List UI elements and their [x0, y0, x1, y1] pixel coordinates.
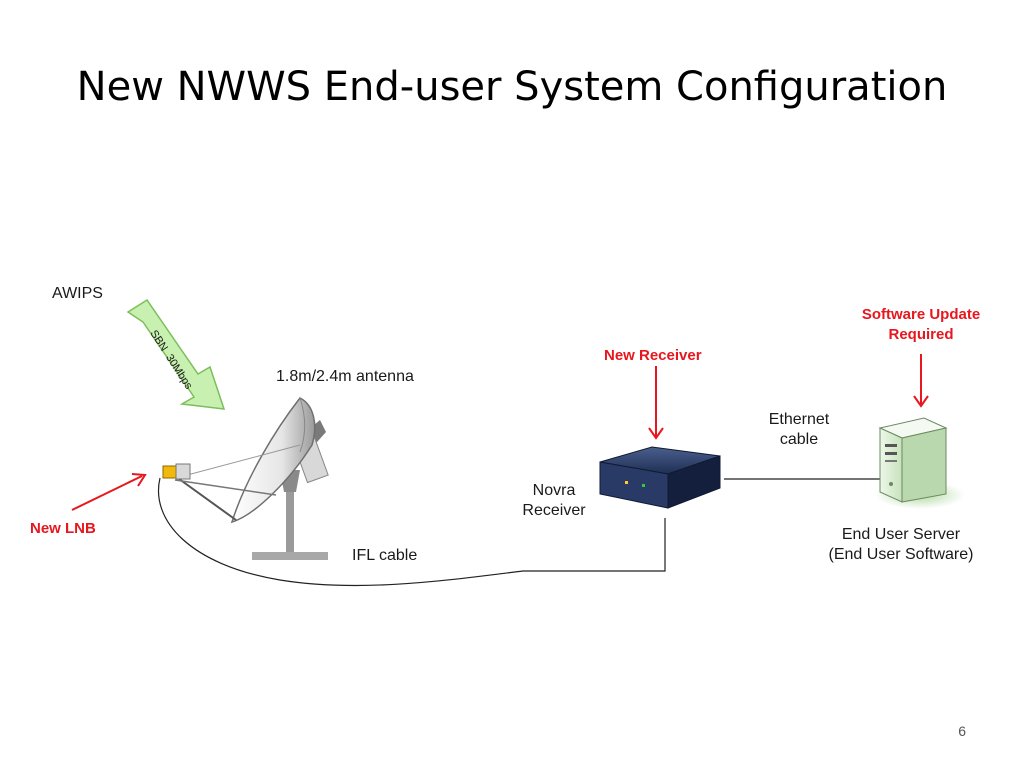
antenna-label: 1.8m/2.4m antenna [276, 368, 414, 385]
software-update-arrow [913, 354, 929, 408]
satellite-dish-icon [174, 397, 329, 560]
new-receiver-label: New Receiver [604, 347, 702, 364]
software-update-label: Software Update Required [846, 305, 996, 345]
ethernet-cable-line2: cable [779, 431, 819, 448]
sbn-arrow: SBN 30Mbps [126, 298, 226, 410]
new-lnb-arrow [71, 473, 147, 511]
software-update-line1: Software Update [861, 306, 981, 323]
slide-title: New NWWS End-user System Configuration [76, 64, 948, 110]
lnb-icon [162, 463, 191, 480]
ethernet-cable-label: Ethernet cable [756, 410, 842, 450]
new-receiver-arrow [648, 366, 664, 440]
end-user-server-line2: (End User Software) [828, 546, 974, 563]
end-user-server-line1: End User Server [841, 526, 961, 543]
novra-receiver-line2: Receiver [522, 502, 586, 519]
ifl-cable-label: IFL cable [352, 547, 418, 564]
page-number: 6 [958, 723, 966, 739]
novra-receiver-line1: Novra [532, 482, 576, 499]
awips-label: AWIPS [52, 285, 103, 302]
novra-receiver-label: Novra Receiver [514, 481, 594, 521]
ifl-cable-line [158, 477, 666, 587]
satellite-receiver-icon [599, 446, 721, 509]
ethernet-cable-line1: Ethernet [768, 411, 830, 428]
end-user-server-label: End User Server (End User Software) [815, 525, 987, 565]
server-tower-icon [875, 417, 965, 509]
software-update-line2: Required [888, 326, 954, 343]
new-lnb-label: New LNB [30, 520, 96, 537]
